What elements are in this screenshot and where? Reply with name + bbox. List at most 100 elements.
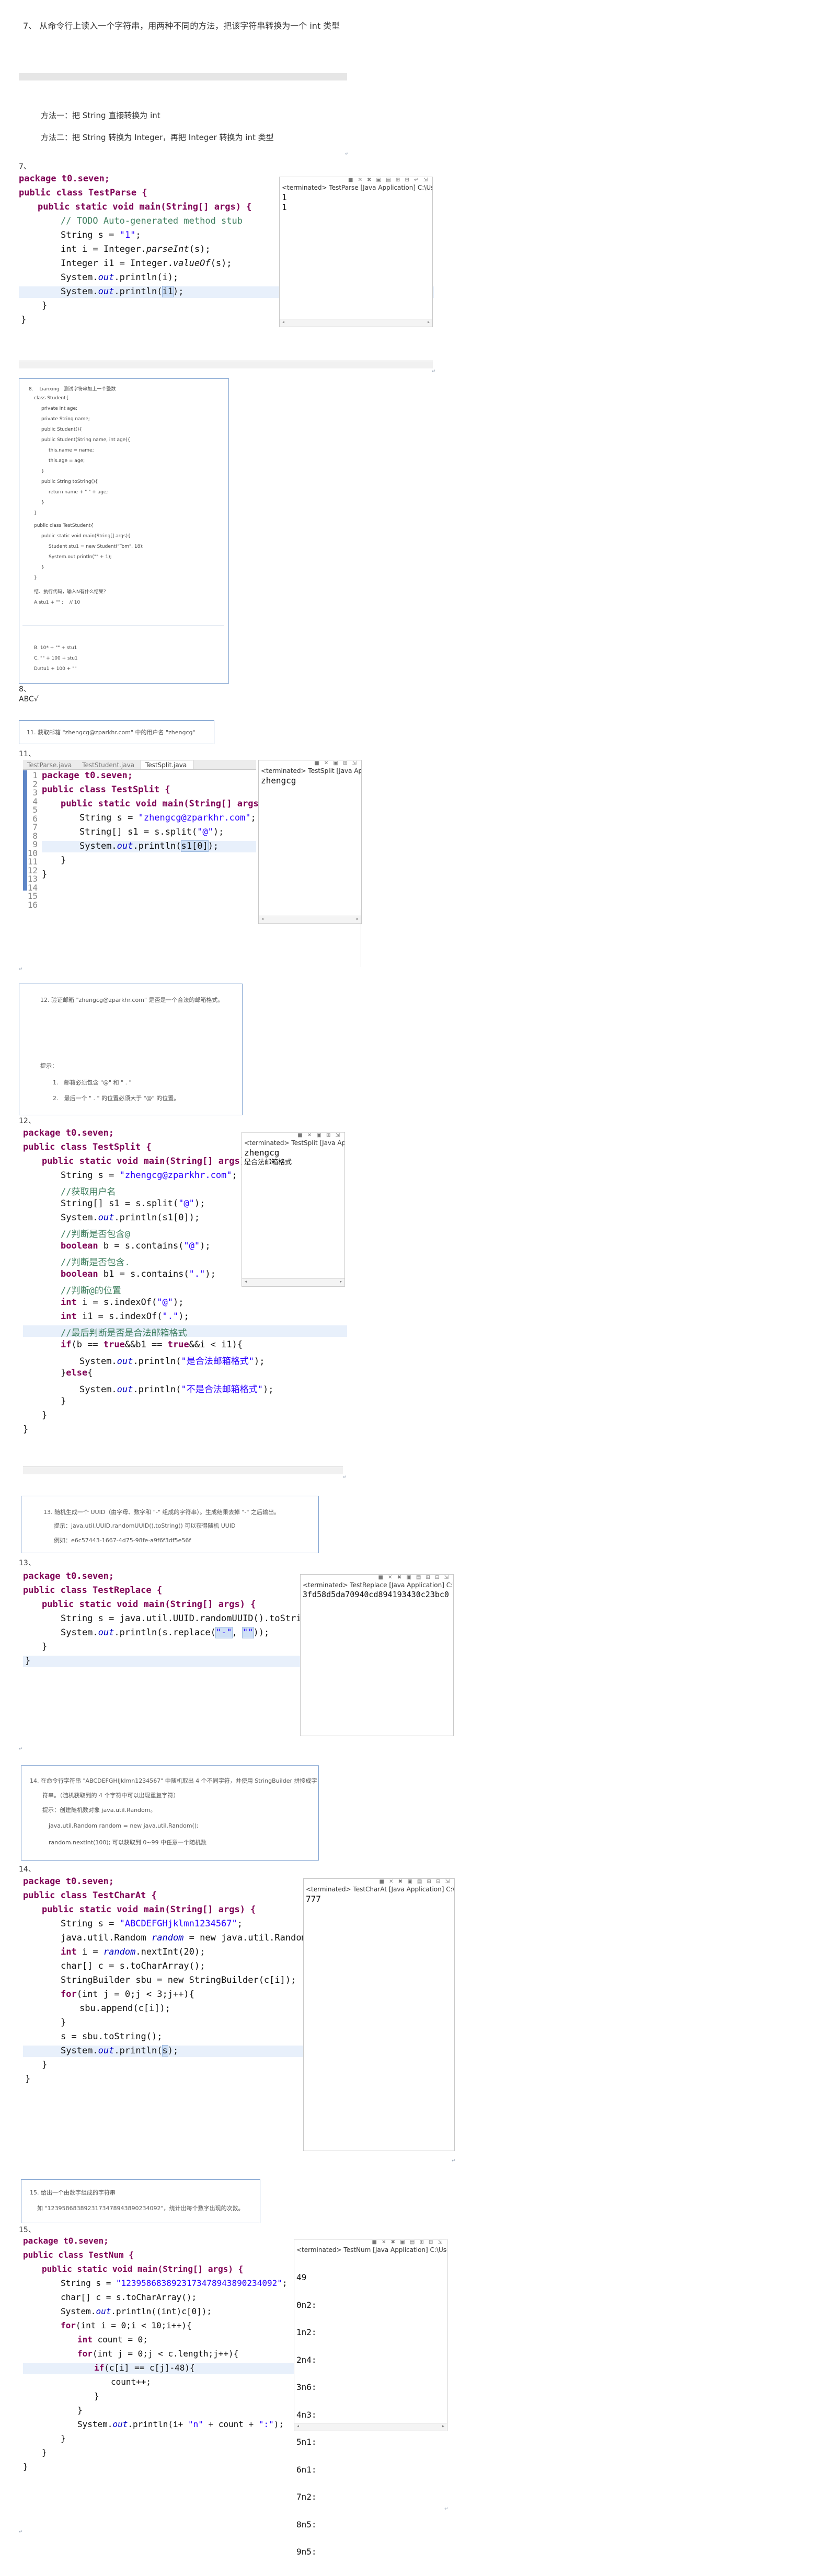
q15-l11a: System. xyxy=(77,2419,113,2429)
console-toolbar-icons[interactable]: ■ ✕ ✖ ▣ ▤ ⊞ ⊟ ⇲ xyxy=(378,1575,450,1580)
q12-l5d: ); xyxy=(205,1269,216,1279)
q15-l9: } xyxy=(94,2391,99,2401)
q13-console-terminated: <terminated> TestReplace [Java Applicati… xyxy=(303,1581,453,1589)
q8-p20: 结、执行代码，输入N有什么结果？ xyxy=(34,590,108,595)
q7-main: public static void main(String[] args) { xyxy=(38,202,252,212)
q12-l8f: &&i < i1){ xyxy=(189,1339,243,1350)
q12-editor-hscroll[interactable] xyxy=(23,1466,343,1474)
q12-l9b: out xyxy=(117,1356,133,1367)
q8-p19: } xyxy=(34,575,37,581)
q15-console-hscroll[interactable]: ◂▸ xyxy=(294,2423,447,2431)
console-toolbar-icons[interactable]: ■ ✕ ✖ ▣ ▤ ⊞ ⊟ ⇲ xyxy=(372,2239,444,2245)
ln-10: 10 xyxy=(27,848,38,858)
q11-l3e: ); xyxy=(208,841,219,851)
q12-close1: } xyxy=(42,1410,48,1420)
q15-l1a: String s = xyxy=(61,2278,116,2288)
q14-console[interactable]: ■ ✕ ✖ ▣ ▤ ⊞ ⊟ ⇲ <terminated> TestCharAt … xyxy=(303,1878,455,2151)
q15-console[interactable]: ■ ✕ ✖ ▣ ▤ ⊞ ⊟ ⇲ <terminated> TestNum [Ja… xyxy=(294,2239,447,2556)
q11-close1: } xyxy=(61,855,66,865)
q14-l9: s = sbu.toString(); xyxy=(61,2031,163,2042)
q13-l2g: )); xyxy=(253,1627,270,1638)
q14-l6b: (int j = 0;j < 3;j++){ xyxy=(76,1989,194,2000)
q11-l1b: "zhengcg@zparkhr.com" xyxy=(138,813,251,823)
return-mark: ↵ xyxy=(345,152,349,157)
q8-p21: A.stu1 + "" ; // 10 xyxy=(34,600,81,605)
q8-p17: System.out.println("" + 1); xyxy=(49,555,112,560)
q12-console[interactable]: ■ ✕ ▣ ⊞ ⇲ <terminated> TestSplit [Java A… xyxy=(242,1132,345,1287)
q12-pkg: package t0.seven; xyxy=(23,1128,114,1138)
q12-l7d: ); xyxy=(178,1311,189,1322)
q12-l5c: "." xyxy=(189,1269,205,1279)
q15-label: 15、 xyxy=(19,2226,36,2234)
tab-testsplit[interactable]: TestSplit.java xyxy=(141,760,194,769)
q12-l3a: System. xyxy=(61,1212,98,1223)
q14-l4: char[] c = s.toCharArray(); xyxy=(61,1961,205,1971)
q12-l4c: "@" xyxy=(183,1241,200,1251)
q12-l6a: int xyxy=(61,1297,77,1308)
q8-p10: public String toString(){ xyxy=(41,479,98,484)
q8-p24: D.stu1 + 100 + "" xyxy=(34,666,77,672)
q12-l4b: b = s.contains( xyxy=(98,1241,184,1251)
tab-testparse[interactable]: TestParse.java xyxy=(27,761,72,769)
q15-l4a: for xyxy=(61,2320,76,2330)
q15-l5b: count = 0; xyxy=(92,2335,148,2344)
q15-l8: count++; xyxy=(111,2377,152,2387)
tab-teststudent[interactable]: TestStudent.java xyxy=(82,761,135,769)
q7-l5c: .println( xyxy=(114,286,163,297)
q11-l3a: System. xyxy=(79,841,117,851)
q7-l1a: String s = xyxy=(61,230,120,240)
q15-l6a: for xyxy=(77,2349,93,2359)
q7-console-hscroll[interactable]: ◂▸ xyxy=(280,319,432,327)
q11-l3b: out xyxy=(117,841,133,851)
q15-console-out: 0n2: xyxy=(296,2300,317,2310)
q15-prompt-panel: 15. 给出一个由数字组成的字符串 如 "1239586838923173478… xyxy=(21,2179,260,2223)
q8-answer: ABC√ xyxy=(19,695,39,703)
q12-c2: //判断是否包含@ xyxy=(61,1229,130,1240)
console-toolbar-icons[interactable]: ■ ✕ ✖ ▣ ▤ ⊞ ⊟ ↵ ⇲ xyxy=(348,177,429,183)
q11-console[interactable]: ■ ✕ ▣ ⊞ ⇲ <terminated> TestSplit [Java A… xyxy=(258,760,362,924)
q13-cls: public class TestReplace { xyxy=(23,1585,163,1596)
q14-l2a: java.util.Random xyxy=(61,1933,152,1943)
q14-l1c: ; xyxy=(237,1919,243,1929)
q12-l9a: System. xyxy=(79,1356,117,1367)
q15-pkg: package t0.seven; xyxy=(23,2236,109,2246)
q13-console[interactable]: ■ ✕ ✖ ▣ ▤ ⊞ ⊟ ⇲ <terminated> TestReplace… xyxy=(300,1574,454,1736)
q11-l2b: "@" xyxy=(197,827,213,837)
ln-14: 14 xyxy=(27,882,38,893)
console-toolbar-icons[interactable]: ■ ✕ ✖ ▣ ▤ ⊞ ⊟ ⇲ xyxy=(379,1879,451,1885)
q7-editor-hscroll[interactable] xyxy=(19,361,433,368)
q15-l10: } xyxy=(77,2405,83,2415)
console-toolbar-icons[interactable]: ■ ✕ ▣ ⊞ ⇲ xyxy=(297,1133,341,1138)
q7-l1c: ; xyxy=(135,230,141,240)
q11-console-hscroll[interactable]: ◂▸ xyxy=(259,916,361,923)
q13-l2e: , xyxy=(232,1627,243,1638)
q13-l2b: out xyxy=(98,1627,114,1638)
q12-h1: 1. 邮箱必须包含 "@" 和 " . " xyxy=(53,1079,132,1086)
q11-editor-tabs[interactable]: TestParse.java TestStudent.java TestSplit.… xyxy=(23,760,256,770)
q14-l10c: .println( xyxy=(114,2046,163,2056)
q11-l3c: .println( xyxy=(133,841,181,851)
q12-l5a: boolean xyxy=(61,1269,98,1279)
q12-l5b: b1 = s.contains( xyxy=(98,1269,189,1279)
q13-close1: } xyxy=(42,1642,48,1652)
ln-12: 12 xyxy=(27,865,38,875)
q7-pkg: package t0.seven; xyxy=(19,174,110,184)
ln-7: 7 xyxy=(32,822,38,832)
return-mark: ↵ xyxy=(343,1475,347,1480)
q14-l3c: random xyxy=(103,1947,136,1957)
q14-close1: } xyxy=(42,2060,48,2070)
q7-l3a: Integer i1 = Integer. xyxy=(61,258,173,269)
ln-6: 6 xyxy=(32,813,38,824)
q8-p11: return name + " " + age; xyxy=(49,490,108,495)
q12-l2a: String[] s1 = s.split( xyxy=(61,1198,179,1209)
q15-l1c: ; xyxy=(282,2278,288,2288)
q7-method1: 方法一：把 String 直接转换为 int xyxy=(41,111,160,120)
q12-l8a: if xyxy=(61,1339,72,1350)
q12-console-out2: 是合法邮箱格式 xyxy=(244,1159,292,1166)
q7-console[interactable]: ■ ✕ ✖ ▣ ▤ ⊞ ⊟ ↵ ⇲ <terminated> TestParse… xyxy=(279,177,433,327)
q12-l3b: out xyxy=(98,1212,114,1223)
q12-console-hscroll[interactable]: ◂▸ xyxy=(242,1278,344,1286)
q8-p1: 8. Lianxing 测试字符串加上一个整数 xyxy=(29,387,116,392)
console-toolbar-icons[interactable]: ■ ✕ ▣ ⊞ ⇲ xyxy=(314,760,358,766)
q15-close2: } xyxy=(23,2462,28,2471)
